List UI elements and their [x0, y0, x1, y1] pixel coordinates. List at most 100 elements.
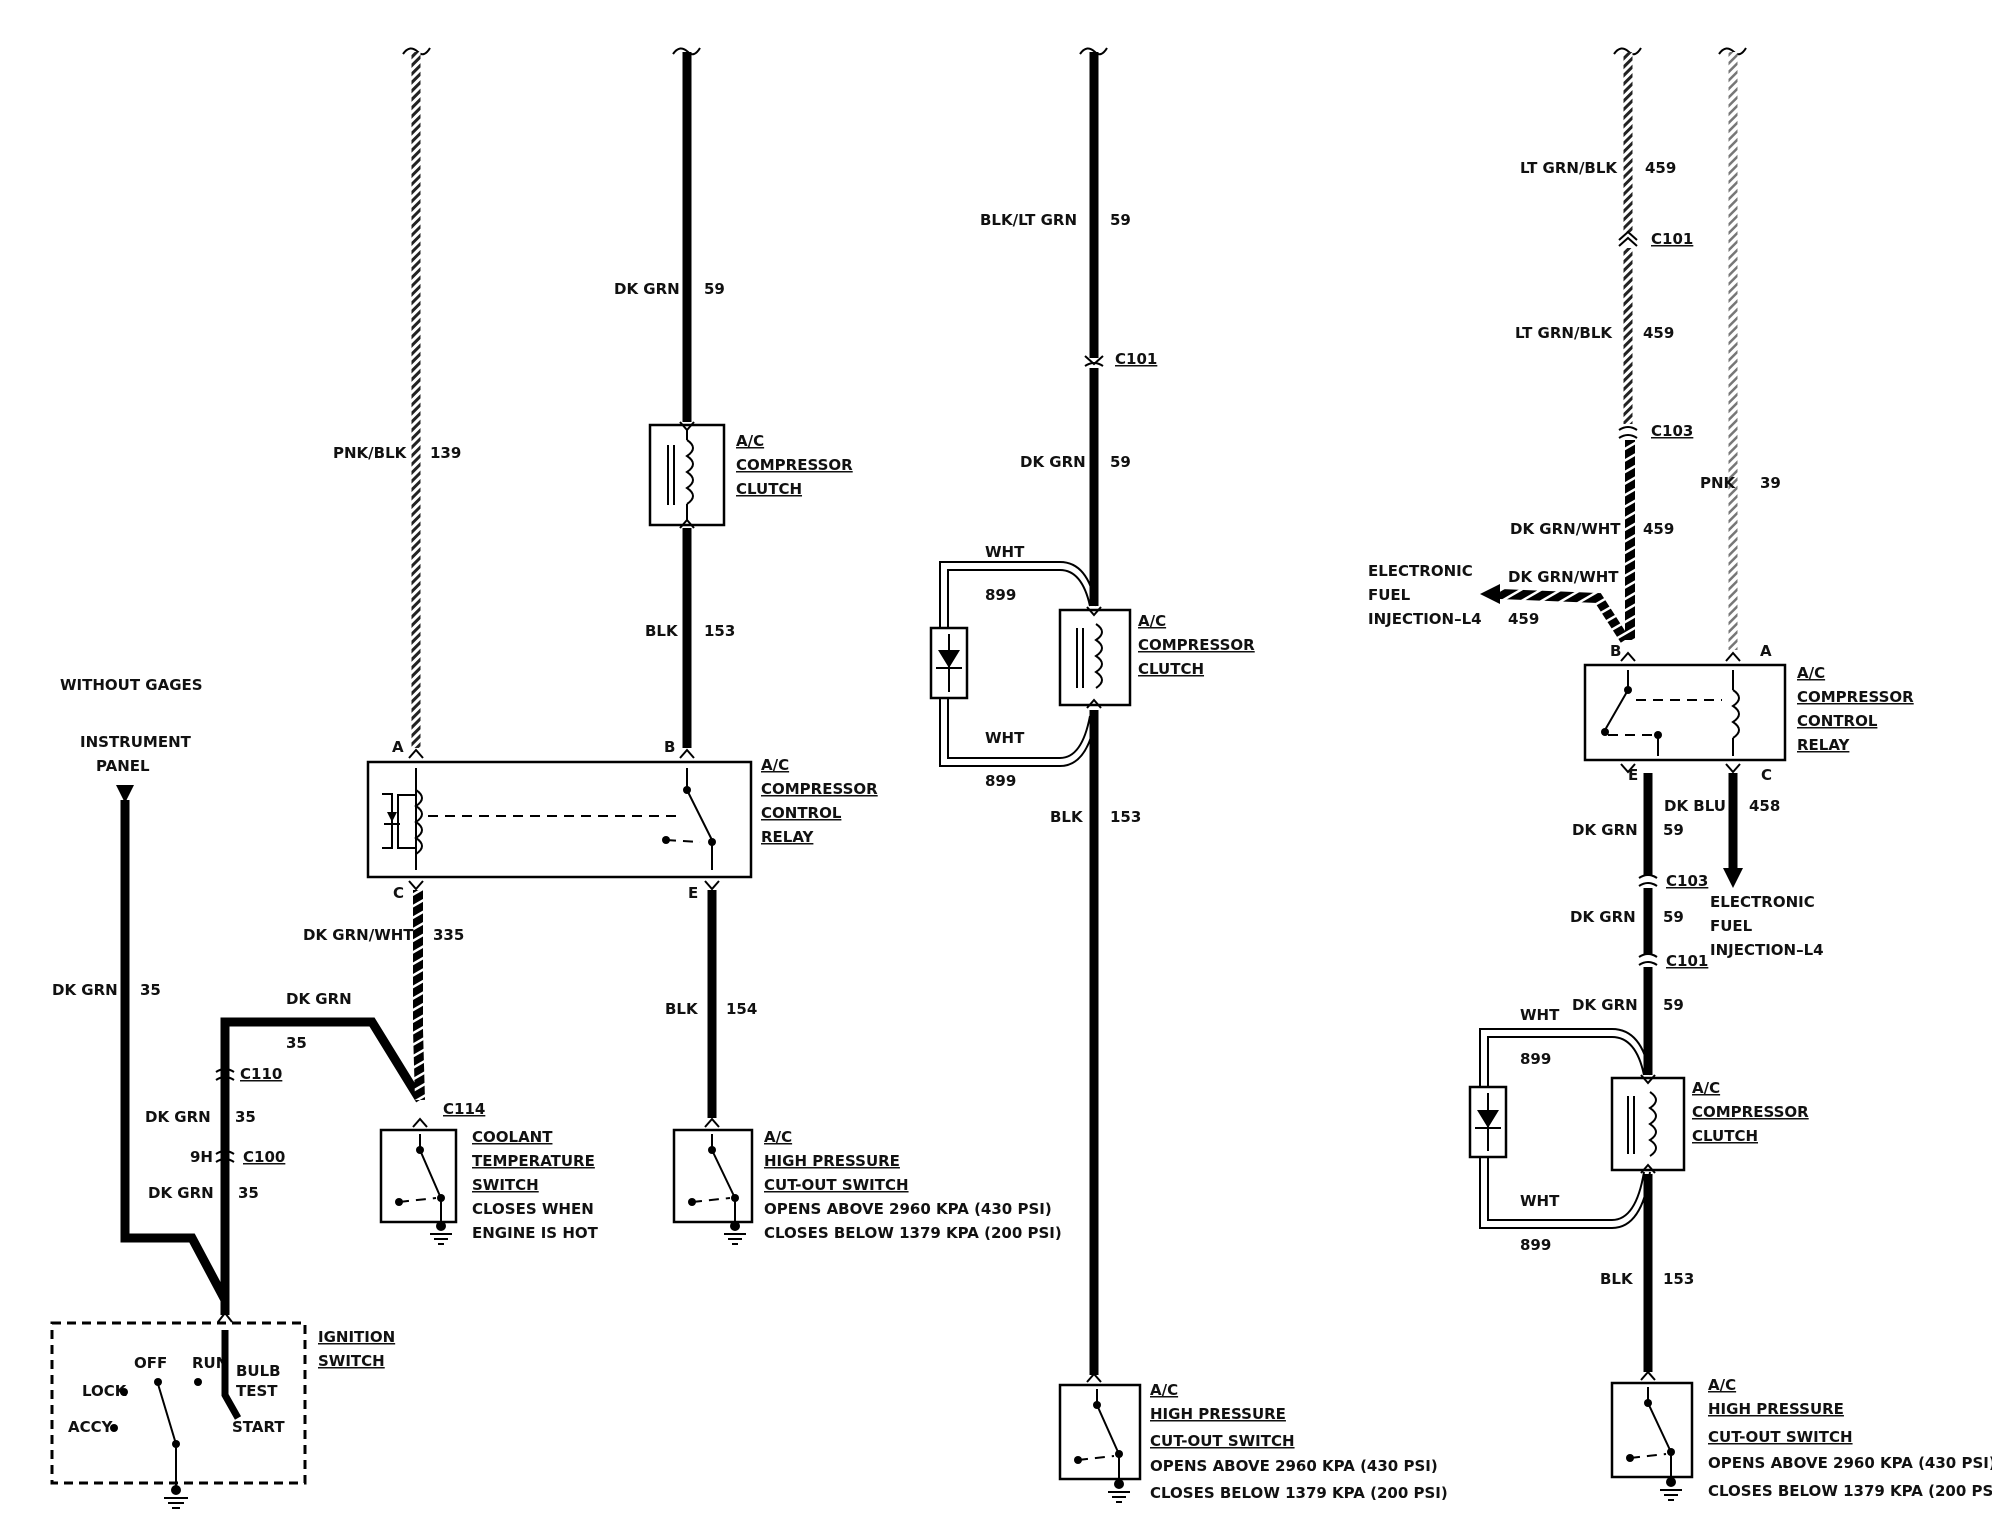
position-run: RUN	[192, 1354, 228, 1372]
wire-label: WHT	[985, 543, 1025, 561]
without-gages-label: WITHOUT GAGES	[60, 676, 203, 694]
position-bulb: BULB	[236, 1362, 281, 1380]
wire-label: BLK/LT GRN	[980, 211, 1077, 229]
pin-label: A	[392, 738, 404, 756]
instrument-panel-label-2: PANEL	[96, 757, 150, 775]
wire-label: LT GRN/BLK	[1515, 324, 1613, 342]
connector-c101b: C101	[1638, 952, 1708, 970]
connector-label: C103	[1666, 872, 1708, 890]
component-label: SWITCH	[472, 1176, 539, 1194]
wire-label: DK GRN	[145, 1108, 211, 1126]
wire-label: WHT	[1520, 1006, 1560, 1024]
connector-label: C103	[1651, 422, 1693, 440]
wire-label: WHT	[985, 729, 1025, 747]
wire-label: DK GRN/WHT	[1510, 520, 1621, 538]
diode-bypass-2: WHT 899 WHT 899	[1468, 1006, 1651, 1254]
wire-label: BLK	[1600, 1270, 1634, 1288]
component-note: OPENS ABOVE 2960 KPA (430 PSI)	[1150, 1457, 1438, 1475]
wire-number: 59	[1663, 996, 1684, 1014]
position-off: OFF	[134, 1354, 167, 1372]
wire-dk-grn-wht-335	[413, 890, 425, 1101]
component-label: HIGH PRESSURE	[1150, 1405, 1286, 1423]
component-label: CLUTCH	[1692, 1127, 1758, 1145]
component-label: CUT-OUT SWITCH	[764, 1176, 909, 1194]
destination-label: INJECTION–L4	[1368, 610, 1482, 628]
wire-number: 35	[235, 1108, 256, 1126]
connector-label: C110	[240, 1065, 282, 1083]
connector-label: C100	[243, 1148, 285, 1166]
ground-icon	[1108, 1479, 1130, 1503]
component-note: OPENS ABOVE 2960 KPA (430 PSI)	[1708, 1454, 1992, 1472]
component-label: CLUTCH	[736, 480, 802, 498]
pin-label: C	[1761, 766, 1772, 784]
compressor-clutch-1: A/C COMPRESSOR CLUTCH	[648, 421, 853, 529]
switch-title: IGNITION	[318, 1328, 395, 1346]
high-pressure-cutout-switch-2: A/C HIGH PRESSURE CUT-OUT SWITCH OPENS A…	[1058, 1372, 1448, 1503]
connector-c103b: C103	[1638, 872, 1708, 890]
switch-title-2: SWITCH	[318, 1352, 385, 1370]
pin-label: A	[1760, 642, 1772, 660]
pin-label: B	[664, 738, 675, 756]
wire-label: BLK	[1050, 808, 1084, 826]
component-note: ENGINE IS HOT	[472, 1224, 599, 1242]
component-label: CUT-OUT SWITCH	[1708, 1428, 1853, 1446]
component-label: A/C	[1692, 1079, 1720, 1097]
ground-icon	[164, 1485, 188, 1509]
connector-c101-right: C101	[1618, 230, 1693, 248]
component-note: OPENS ABOVE 2960 KPA (430 PSI)	[764, 1200, 1052, 1218]
wire-label: DK GRN	[614, 280, 680, 298]
pin-label: E	[1628, 766, 1638, 784]
wire-label: DK GRN	[148, 1184, 214, 1202]
compressor-control-relay-2: B A E C A/C COMPRESSOR CONTROL RELAY	[1583, 642, 1914, 784]
component-label: A/C	[1797, 664, 1825, 682]
component-note: CLOSES WHEN	[472, 1200, 594, 1218]
ground-icon	[430, 1221, 452, 1245]
component-label: RELAY	[761, 828, 815, 846]
right-section: LT GRN/BLK 459 C101 LT GRN/BLK 459 C103 …	[1368, 47, 1992, 1501]
wire-label: DK GRN/WHT	[1508, 568, 1619, 586]
arrow-down-icon	[1723, 868, 1743, 888]
ground-icon	[1660, 1477, 1682, 1501]
component-label: COOLANT	[472, 1128, 553, 1146]
component-label: RELAY	[1797, 736, 1851, 754]
wire-number: 139	[430, 444, 461, 462]
wire-label: DK GRN	[1020, 453, 1086, 471]
wire-number: 899	[985, 772, 1016, 790]
pin-label: B	[1610, 642, 1621, 660]
wire-number: 458	[1749, 797, 1780, 815]
wire-number: 59	[1110, 211, 1131, 229]
wire-label: BLK	[665, 1000, 699, 1018]
component-label: COMPRESSOR	[1138, 636, 1255, 654]
wire-number: 899	[1520, 1236, 1551, 1254]
wire-label: WHT	[1520, 1192, 1560, 1210]
component-label: A/C	[761, 756, 789, 774]
wire-number: 459	[1508, 610, 1539, 628]
wire-dk-grn-wht-459-efi	[1499, 589, 1630, 643]
wire-number: 153	[704, 622, 735, 640]
component-label: COMPRESSOR	[1692, 1103, 1809, 1121]
wire-label: DK GRN	[1570, 908, 1636, 926]
wire-number: 35	[140, 981, 161, 999]
wire-number: 899	[1520, 1050, 1551, 1068]
connector-label: C101	[1651, 230, 1693, 248]
compressor-clutch-3: A/C COMPRESSOR CLUTCH	[1610, 1074, 1809, 1174]
component-label: CUT-OUT SWITCH	[1150, 1432, 1295, 1450]
wire-number: 459	[1643, 324, 1674, 342]
wire-number: 59	[1663, 821, 1684, 839]
connector-label: C101	[1115, 350, 1157, 368]
wire-number: 59	[1663, 908, 1684, 926]
wire-label: BLK	[645, 622, 679, 640]
relay-section-1: PNK/BLK 139 DK GRN 59 A/C COMPRESSOR CLU…	[303, 47, 1062, 1245]
wire-dk-grn-35-left	[120, 800, 230, 1315]
wire-number: 153	[1663, 1270, 1694, 1288]
compressor-control-relay-1: A B C E A/C COMPRESSOR CONTROL RELAY	[366, 738, 878, 902]
component-label: COMPRESSOR	[1797, 688, 1914, 706]
instrument-panel-arrow-icon	[116, 785, 134, 803]
coolant-temperature-switch: C114 COOLANT TEMPERATURE SWITCH CLOSES W…	[379, 1100, 599, 1245]
wire-number: 35	[286, 1034, 307, 1052]
position-start: START	[232, 1418, 285, 1436]
wire-number: 59	[704, 280, 725, 298]
wire-number: 899	[985, 586, 1016, 604]
connector-c110: C110	[215, 1065, 282, 1083]
